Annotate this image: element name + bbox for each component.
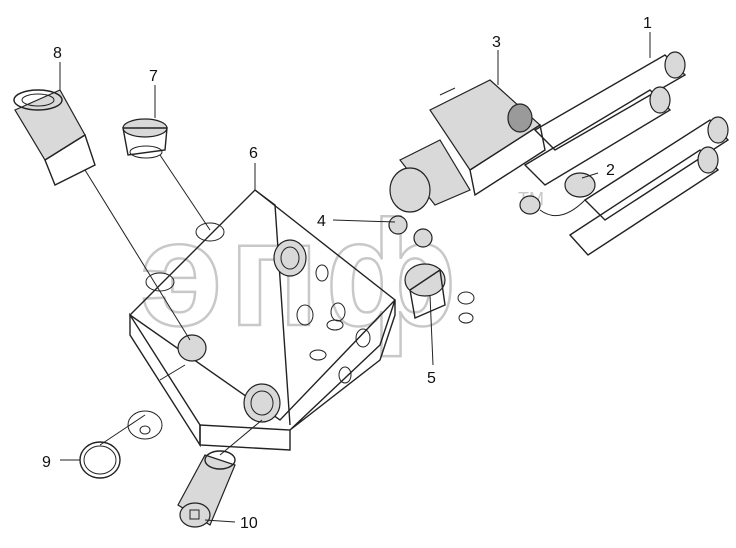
callout-10: 10 [240,515,258,532]
part-8-fitting [13,89,96,186]
part-9-oring [79,441,121,479]
part-7-plug [122,118,168,159]
bolt-b [523,86,672,186]
callout-8: 8 [53,45,62,62]
bolt-c [583,116,730,221]
part-2-connector [519,172,596,217]
part-10-screw [177,450,236,528]
part-4-seals [309,215,433,361]
callout-4: 4 [317,213,326,230]
callout-3: 3 [492,34,501,51]
callout-6: 6 [249,145,258,162]
callout-7: 7 [149,68,158,85]
callout-5: 5 [427,370,436,387]
callout-labels: 1 2 3 4 5 6 7 8 9 10 [42,15,652,532]
callout-9: 9 [42,454,51,471]
valve-body [127,189,397,451]
bolt-d [568,146,720,256]
callout-1: 1 [643,15,652,32]
leader-lines [59,32,651,523]
bolt-a [533,51,687,151]
callout-2: 2 [606,162,615,179]
watermark-logo: эпф TM [139,188,544,359]
part-1-bolts [523,51,730,256]
part-5-cartridge [404,263,475,324]
part-3-solenoid [389,79,546,213]
